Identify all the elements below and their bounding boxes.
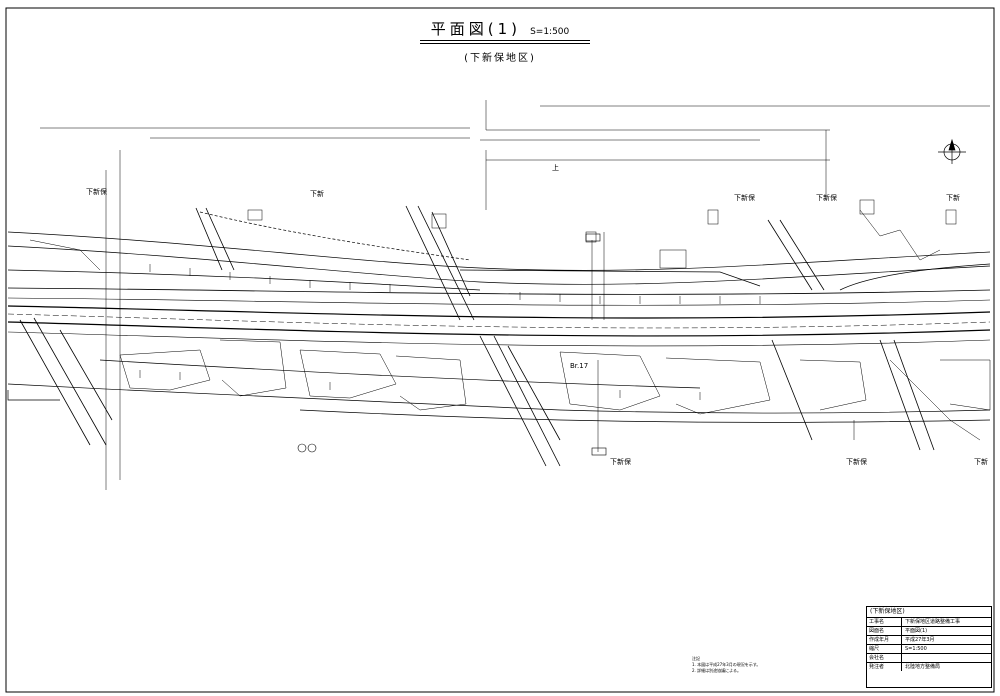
- place-label: 下新保: [610, 458, 631, 466]
- cross-streets: [19, 205, 935, 467]
- title-block-row: 図面名 平面図(1): [867, 627, 991, 636]
- title-block: (下新保地区) 工事名 下新保地区道路整備工事 図面名 平面図(1) 作成年月 …: [866, 606, 992, 688]
- place-label: 下新: [974, 458, 988, 466]
- dimension-lines: [40, 100, 990, 490]
- title-block-key: 工事名: [867, 618, 902, 626]
- map-markers: [297, 233, 607, 456]
- title-block-row: 縮尺 S=1:500: [867, 645, 991, 654]
- title-scale: S=1:500: [530, 27, 570, 37]
- drawing-title: 平面図(1) S=1:500 (下新保地区): [380, 18, 620, 64]
- title-block-value: S=1:500: [905, 646, 927, 652]
- upper-roads: [7, 211, 991, 291]
- title-block-row: 作成年月 平成27年3月: [867, 636, 991, 645]
- title-block-value: 平面図(1): [905, 628, 928, 634]
- lower-roads: [7, 359, 991, 423]
- sheet-border: [5, 7, 995, 693]
- notes-line: 2. 詳細は別途協議による。: [692, 668, 741, 673]
- place-label: 下新保: [816, 194, 837, 202]
- place-label: 下新: [310, 190, 324, 198]
- main-road: [7, 287, 991, 347]
- place-label: 下新保: [86, 188, 107, 196]
- place-label: 下新保: [734, 194, 755, 202]
- fence-ticks: [139, 264, 761, 400]
- title-main: 平面図(1): [430, 20, 521, 38]
- title-block-value: 平成27年3月: [905, 637, 935, 643]
- title-block-header: (下新保地区): [867, 607, 991, 618]
- title-area: (下新保地区): [464, 53, 536, 64]
- title-block-key: 作成年月: [867, 636, 902, 644]
- title-block-value: 北陸地方整備局: [905, 664, 941, 670]
- notes-heading: 注記: [692, 656, 700, 661]
- drawing-notes: 注記 1. 本図は平成27年3月の現況を示す。 2. 詳細は別途協議による。: [692, 656, 852, 674]
- title-block-key: 会社名: [867, 654, 902, 662]
- title-block-row: 発注者 北陸地方整備局: [867, 663, 991, 671]
- north-arrow-icon: [938, 138, 966, 164]
- title-block-row: 会社名: [867, 654, 991, 663]
- title-block-key: 図面名: [867, 627, 902, 635]
- title-block-key: 発注者: [867, 663, 902, 671]
- title-block-key: 縮尺: [867, 645, 902, 653]
- title-block-row: 工事名 下新保地区道路整備工事: [867, 618, 991, 627]
- notes-line: 1. 本図は平成27年3月の現況を示す。: [692, 662, 761, 667]
- building-lots: [29, 199, 991, 441]
- title-rule-1: [420, 40, 590, 41]
- road-label: 上: [552, 164, 559, 172]
- title-block-value: [902, 654, 991, 662]
- title-rule-2: [420, 43, 590, 44]
- place-label: 下新: [946, 194, 960, 202]
- title-block-value: 下新保地区道路整備工事: [905, 619, 961, 625]
- bridge-sign-label: Br.17: [570, 362, 589, 370]
- place-label: 下新保: [846, 458, 867, 466]
- leader-lines: [591, 232, 855, 452]
